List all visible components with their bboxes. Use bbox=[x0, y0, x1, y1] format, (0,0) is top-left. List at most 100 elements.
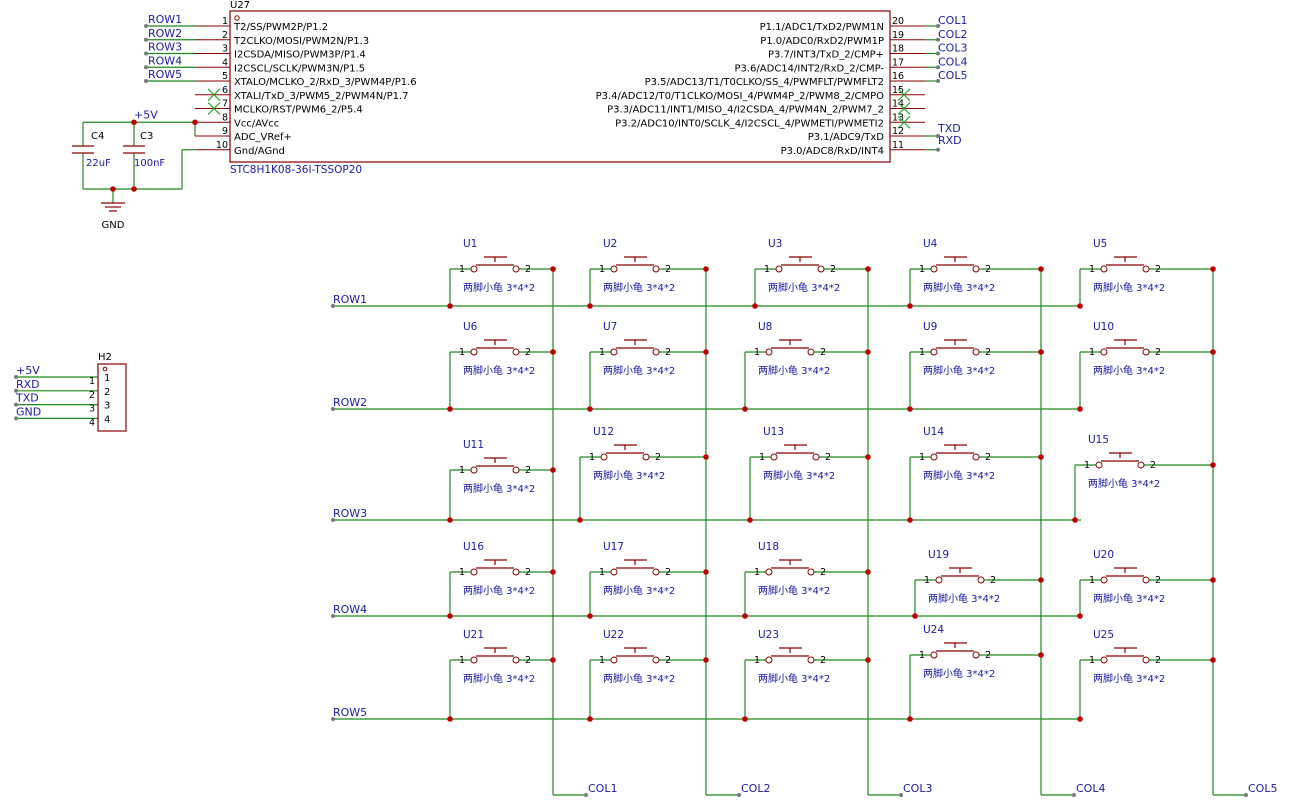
junction-dot bbox=[110, 186, 116, 192]
switch-pin-number: 2 bbox=[820, 655, 826, 666]
switch-pin-number: 1 bbox=[599, 655, 605, 666]
junction-dot bbox=[865, 569, 871, 575]
net-label-txd: TXD bbox=[937, 122, 961, 135]
switch-value: 两脚小龟 3*4*2 bbox=[603, 672, 675, 685]
mcu-pin-number: 9 bbox=[222, 126, 228, 137]
switch-pin-number: 1 bbox=[919, 650, 925, 661]
mcu-pin-number: 4 bbox=[222, 57, 228, 68]
mcu-pin-number: 1 bbox=[222, 16, 228, 27]
net-end-dot bbox=[14, 375, 18, 379]
switch-pin-number: 2 bbox=[1155, 575, 1161, 586]
switch-value: 两脚小龟 3*4*2 bbox=[603, 584, 675, 597]
switch-contact bbox=[470, 265, 478, 273]
switch-refdes: U1 bbox=[463, 238, 477, 250]
junction-dot bbox=[131, 186, 137, 192]
switch-contact bbox=[807, 348, 815, 356]
net-end-dot bbox=[331, 407, 335, 411]
switch-value: 两脚小龟 3*4*2 bbox=[463, 364, 535, 377]
mcu-pin-name: Vcc/AVcc bbox=[234, 118, 279, 129]
switch-contact bbox=[807, 568, 815, 576]
no-connect-mark bbox=[207, 102, 221, 115]
switch-contact bbox=[470, 348, 478, 356]
net-end-dot bbox=[936, 65, 940, 70]
no-connect-mark bbox=[897, 102, 911, 115]
switch-value: 两脚小龟 3*4*2 bbox=[928, 592, 1000, 605]
junction-dot bbox=[742, 406, 748, 412]
header-pin-inside: 2 bbox=[104, 387, 110, 398]
switch-contact bbox=[1142, 348, 1150, 356]
junction-dot bbox=[865, 454, 871, 460]
switch-refdes: U5 bbox=[1093, 238, 1107, 250]
matrix-col-label: COL4 bbox=[1076, 782, 1105, 795]
switch-contact bbox=[817, 265, 825, 273]
switch-pin-number: 2 bbox=[665, 655, 671, 666]
switch-value: 两脚小龟 3*4*2 bbox=[1093, 672, 1165, 685]
net-label-col1: COL1 bbox=[938, 14, 967, 27]
junction-dot bbox=[1038, 652, 1044, 658]
no-connect-mark bbox=[897, 115, 911, 129]
mcu-pin-name: P3.3/ADC11/INT1/MISO_4/I2CSDA_4/PWM4N_2/… bbox=[607, 105, 884, 116]
switch-contact bbox=[765, 656, 773, 664]
wires-layer bbox=[16, 25, 1246, 796]
switch-pin-number: 1 bbox=[459, 347, 465, 358]
net-label-col2: COL2 bbox=[938, 28, 967, 41]
junction-dot bbox=[1210, 657, 1216, 663]
switch-contact bbox=[972, 651, 980, 659]
vcc-label: +5V bbox=[134, 108, 158, 121]
switch-refdes: U23 bbox=[758, 629, 779, 641]
switch-contact bbox=[652, 348, 660, 356]
switch-pin-number: 1 bbox=[919, 347, 925, 358]
switch-pin-number: 2 bbox=[665, 567, 671, 578]
net-label-row1: ROW1 bbox=[148, 13, 182, 26]
net-end-dot bbox=[331, 614, 335, 618]
switch-refdes: U7 bbox=[603, 321, 617, 333]
switch-contact bbox=[930, 348, 938, 356]
net-end-dot bbox=[936, 79, 940, 83]
switch-refdes: U19 bbox=[928, 549, 949, 561]
switch-contact bbox=[1142, 576, 1150, 584]
mcu-pin-number: 18 bbox=[892, 44, 904, 55]
switch-pin-number: 2 bbox=[820, 347, 826, 358]
header-net-label: TXD bbox=[15, 392, 39, 405]
matrix-row-label: ROW4 bbox=[333, 603, 367, 616]
switch-value: 两脚小龟 3*4*2 bbox=[463, 482, 535, 495]
switch-value: 两脚小龟 3*4*2 bbox=[758, 584, 830, 597]
mcu-pin-name: P3.0/ADC8/RxD/INT4 bbox=[781, 146, 884, 157]
switch-contact bbox=[1095, 461, 1103, 469]
switch-contact bbox=[807, 656, 815, 664]
switch-contact bbox=[1100, 576, 1108, 584]
header-body bbox=[97, 363, 127, 432]
junction-dot bbox=[550, 266, 556, 272]
junction-dot bbox=[703, 266, 709, 272]
mcu-pin-name: I2CSDA/MISO/PWM3P/P1.4 bbox=[234, 50, 366, 61]
mcu-pin-number: 16 bbox=[892, 71, 904, 82]
mcu-pin-number: 8 bbox=[222, 112, 228, 123]
switch-contact bbox=[972, 265, 980, 273]
switch-contact bbox=[977, 576, 985, 584]
junction-dot bbox=[1038, 577, 1044, 583]
switch-pin-number: 2 bbox=[1155, 347, 1161, 358]
mcu-pin-number: 3 bbox=[222, 44, 228, 55]
switch-pin-number: 1 bbox=[754, 655, 760, 666]
junction-dot bbox=[1077, 716, 1083, 722]
mcu-pin-name: I2CSCL/SCLK/PWM3N/P1.5 bbox=[234, 63, 365, 74]
net-end-dot bbox=[936, 134, 940, 138]
switch-pin-number: 1 bbox=[459, 567, 465, 578]
switch-refdes: U3 bbox=[768, 238, 782, 250]
switch-contact bbox=[930, 453, 938, 461]
switch-refdes: U21 bbox=[463, 629, 484, 641]
net-label-row4: ROW4 bbox=[148, 54, 182, 67]
switch-contact bbox=[470, 466, 478, 474]
switch-value: 两脚小龟 3*4*2 bbox=[463, 281, 535, 294]
junction-dot bbox=[131, 119, 137, 126]
mcu-pin-name: P3.1/ADC9/TxD bbox=[808, 132, 885, 143]
mcu-u27: U27STC8H1K08-36I-TSSOP201T2/SS/PWM2P/P1.… bbox=[148, 0, 967, 176]
junction-dot bbox=[703, 657, 709, 663]
switch-pin-number: 1 bbox=[1089, 347, 1095, 358]
